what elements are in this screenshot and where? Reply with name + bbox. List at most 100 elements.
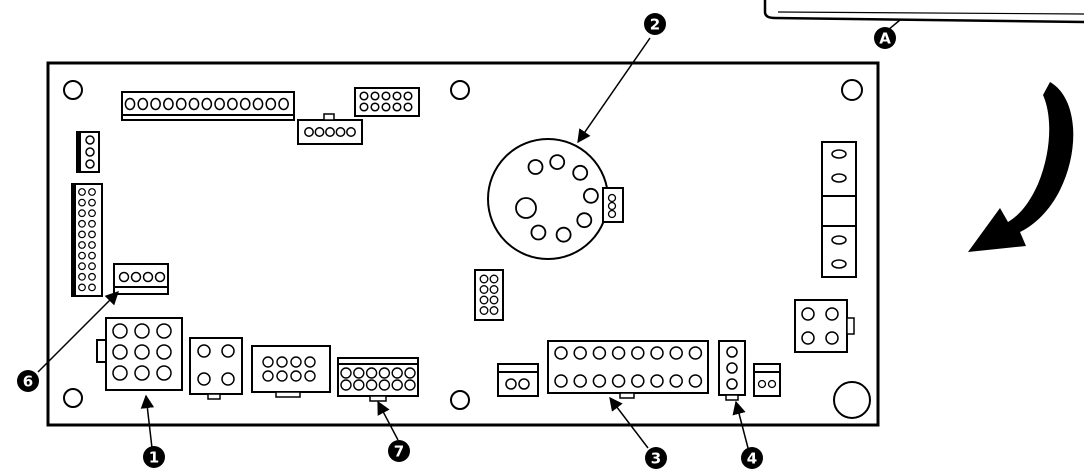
connector-pin — [669, 346, 683, 360]
connector-pin — [78, 262, 86, 271]
callout-label-6: 6 — [23, 373, 33, 391]
connector-pin — [365, 367, 378, 379]
leader-1 — [140, 394, 155, 449]
large-mounting-hole — [833, 381, 871, 419]
connector-pin — [554, 346, 568, 360]
callout-label-1: 1 — [149, 449, 159, 467]
connector-pin — [262, 370, 274, 382]
connector-pin — [134, 344, 150, 360]
connector-pin — [201, 97, 213, 111]
mounting-hole — [450, 390, 470, 410]
connector-pin — [573, 346, 587, 360]
left-2x10-header — [71, 183, 103, 297]
connector-6 — [113, 263, 169, 295]
connector-pin — [489, 306, 499, 315]
connector-pin — [156, 344, 172, 360]
connector-pin — [479, 295, 489, 305]
connector-pin — [340, 379, 352, 391]
connector-pin — [403, 102, 413, 112]
connector-pin — [404, 367, 416, 379]
connector-pin — [88, 241, 96, 249]
connector-pin — [134, 365, 150, 381]
socket-pin — [555, 226, 572, 243]
connector-pin — [314, 127, 325, 137]
connector-pin — [112, 344, 128, 360]
connector-pin — [353, 379, 365, 391]
connector-pin — [378, 367, 391, 379]
connector-pin — [124, 97, 136, 111]
connector-pin — [669, 374, 683, 388]
connector-pin — [239, 97, 251, 111]
bottom-2pin-connector — [497, 363, 539, 397]
connector-pin — [489, 285, 499, 294]
connector-pin — [479, 285, 489, 294]
connector-pin — [156, 365, 172, 381]
connector-pin — [573, 374, 587, 388]
connector-pin — [265, 97, 277, 111]
connector-pin — [631, 374, 645, 388]
connector-pin — [88, 251, 96, 260]
connector-pin — [346, 127, 356, 137]
connector-pin — [88, 230, 96, 239]
connector-pin — [650, 374, 664, 388]
callout-label-a: A — [879, 30, 891, 48]
connector-pin — [78, 283, 86, 292]
connector-pin — [688, 346, 703, 360]
connector-pin — [276, 356, 288, 368]
connector-pin — [88, 272, 96, 281]
connector-4 — [718, 340, 746, 401]
connector-pin — [592, 346, 607, 360]
center-2x4-connector — [474, 269, 504, 321]
callout-badge-a: A — [874, 27, 896, 49]
connector-pin — [227, 97, 238, 111]
connector-pin — [370, 91, 380, 101]
top-long-connector — [121, 91, 295, 121]
connector-pin — [88, 188, 96, 196]
connector-pin — [479, 274, 489, 284]
connector-pin — [214, 97, 225, 111]
leader-6 — [37, 291, 119, 373]
connector-pin — [403, 91, 413, 101]
connector-pin — [276, 370, 288, 382]
connector-pin — [378, 379, 391, 391]
connector-pin — [304, 370, 316, 382]
connector-3 — [547, 340, 709, 399]
connector-pin — [304, 127, 314, 137]
socket-pin — [530, 224, 547, 241]
connector-pin — [631, 346, 645, 360]
mounting-holes — [63, 79, 871, 419]
callout-label-3: 3 — [651, 450, 661, 468]
callout-badge-1: 1 — [143, 446, 165, 468]
connector-pin — [479, 306, 489, 315]
connector-pin — [688, 374, 703, 388]
callout-badge-6: 6 — [17, 370, 39, 392]
connector-pin — [489, 274, 499, 284]
leader-3 — [609, 396, 649, 449]
mounting-hole — [63, 80, 83, 100]
connector-pin — [78, 251, 86, 260]
socket-side-connector — [602, 187, 624, 223]
rotation-arrow — [968, 82, 1074, 252]
connector-pin — [78, 198, 86, 207]
connector-pin — [611, 346, 626, 360]
connector-7 — [337, 357, 419, 402]
socket-pin — [583, 187, 599, 204]
connector-pin — [381, 102, 391, 112]
mounting-hole — [63, 388, 83, 408]
connector-pin — [650, 346, 664, 360]
connector-pin — [163, 97, 174, 111]
connector-pin — [404, 379, 416, 391]
small-2pin-connector — [753, 363, 781, 397]
connector-pin — [340, 367, 352, 379]
small-5pin-connector — [297, 113, 363, 145]
connector-pin — [489, 295, 499, 305]
connector-pin — [353, 367, 365, 379]
connector-pin — [611, 374, 626, 388]
connector-pin — [137, 97, 149, 111]
callout-label-7: 7 — [394, 443, 404, 461]
leader-7 — [377, 400, 399, 441]
connector-pin — [78, 241, 86, 249]
right-2x2-connector — [794, 299, 855, 353]
2x2-connector — [189, 337, 243, 400]
connector-pin — [359, 102, 369, 112]
